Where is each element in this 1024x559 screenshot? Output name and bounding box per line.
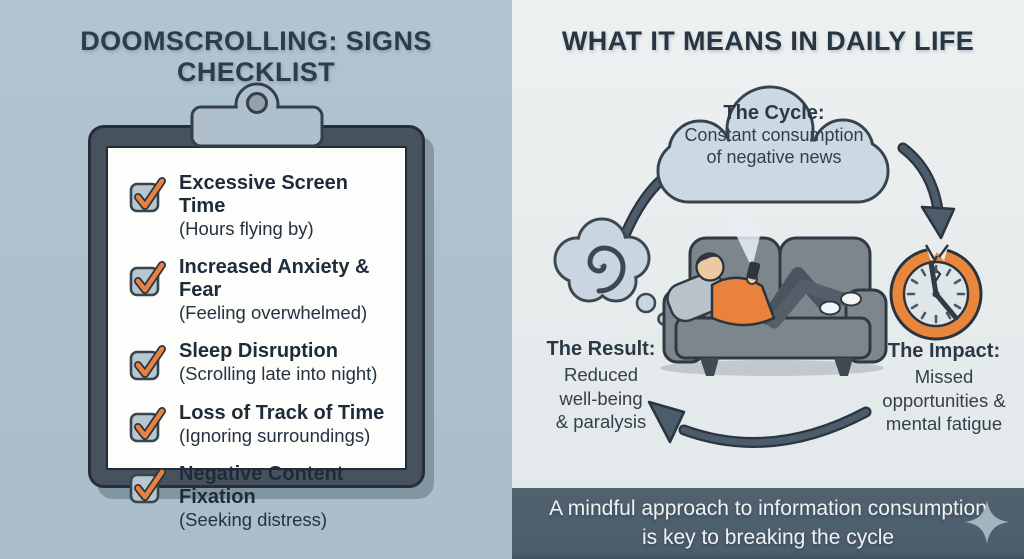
checked-checkbox-icon [129, 406, 166, 442]
checklist-item: Excessive Screen Time (Hours flying by) [128, 172, 395, 240]
arrow-back-to-result-icon [647, 400, 872, 448]
checklist-item: Sleep Disruption (Scrolling late into ni… [128, 340, 395, 385]
checklist-item: Increased Anxiety & Fear (Feeling overwh… [128, 256, 395, 324]
spiral-thought-icon [553, 217, 671, 326]
cycle-heading: The Cycle: [723, 102, 825, 124]
checked-checkbox-icon [129, 177, 166, 213]
impact-callout: The Impact: Missed opportunities & menta… [858, 340, 1024, 436]
signs-checklist-panel: DOOMSCROLLING: SIGNS CHECKLIST [0, 0, 512, 559]
cycle-scene [553, 85, 983, 448]
impact-heading: The Impact: [887, 340, 1001, 362]
checked-checkbox-icon [129, 467, 166, 504]
checklist-label: Sleep Disruption [179, 340, 338, 363]
result-line: & paralysis [555, 411, 647, 433]
cycle-line: Constant consumption [684, 125, 864, 145]
left-title: DOOMSCROLLING: SIGNS CHECKLIST [80, 26, 432, 87]
impact-line: mental fatigue [885, 413, 1003, 435]
banner-line: is key to breaking the cycle [641, 525, 895, 549]
arrow-down-to-clock-icon [897, 142, 956, 240]
checklist-item: Loss of Track of Time (Ignoring surround… [128, 402, 395, 447]
checklist-note: (Ignoring surroundings) [179, 424, 371, 446]
impact-line: Missed [914, 366, 974, 387]
checklist-note: (Scrolling late into night) [179, 363, 378, 385]
cycle-line: of negative news [706, 146, 842, 167]
banner-line: A mindful approach to information consum… [549, 497, 987, 521]
cracked-clock-icon [889, 243, 983, 341]
checklist-label: Loss of Track of Time [179, 401, 385, 424]
cycle-cloud-icon [656, 85, 890, 204]
checked-checkbox-icon [129, 261, 166, 297]
checklist-note: (Hours flying by) [179, 218, 314, 239]
result-callout: The Result: Reduced well-being & paralys… [520, 338, 682, 434]
impact-line: opportunities & [882, 389, 1006, 411]
checklist-label: Negative Content Fixation [179, 462, 344, 508]
sparkle-icon [965, 500, 1009, 544]
checked-checkbox-icon [129, 345, 166, 381]
result-line: well-being [559, 387, 643, 409]
result-heading: The Result: [546, 338, 656, 360]
right-title: WHAT IT MEANS IN DAILY LIFE [561, 26, 975, 56]
checklist-label: Excessive Screen Time [179, 172, 349, 217]
checklist-item: Negative Content Fixation (Seeking distr… [128, 463, 395, 531]
cycle-callout: The Cycle: Constant consumption of negat… [660, 102, 888, 169]
footer-banner: A mindful approach to information consum… [512, 488, 1024, 559]
checklist-note: (Seeking distress) [179, 508, 328, 530]
person-on-couch-illustration [660, 210, 888, 376]
clipboard-clip-icon [190, 82, 324, 148]
checklist-note: (Feeling overwhelmed) [179, 302, 368, 324]
clipboard: Excessive Screen Time (Hours flying by) … [88, 125, 425, 530]
result-line: Reduced [563, 364, 639, 385]
daily-life-panel: WHAT IT MEANS IN DAILY LIFE [512, 0, 1024, 559]
checklist-label: Increased Anxiety & Fear [179, 256, 370, 302]
clipboard-paper: Excessive Screen Time (Hours flying by) … [106, 146, 407, 530]
